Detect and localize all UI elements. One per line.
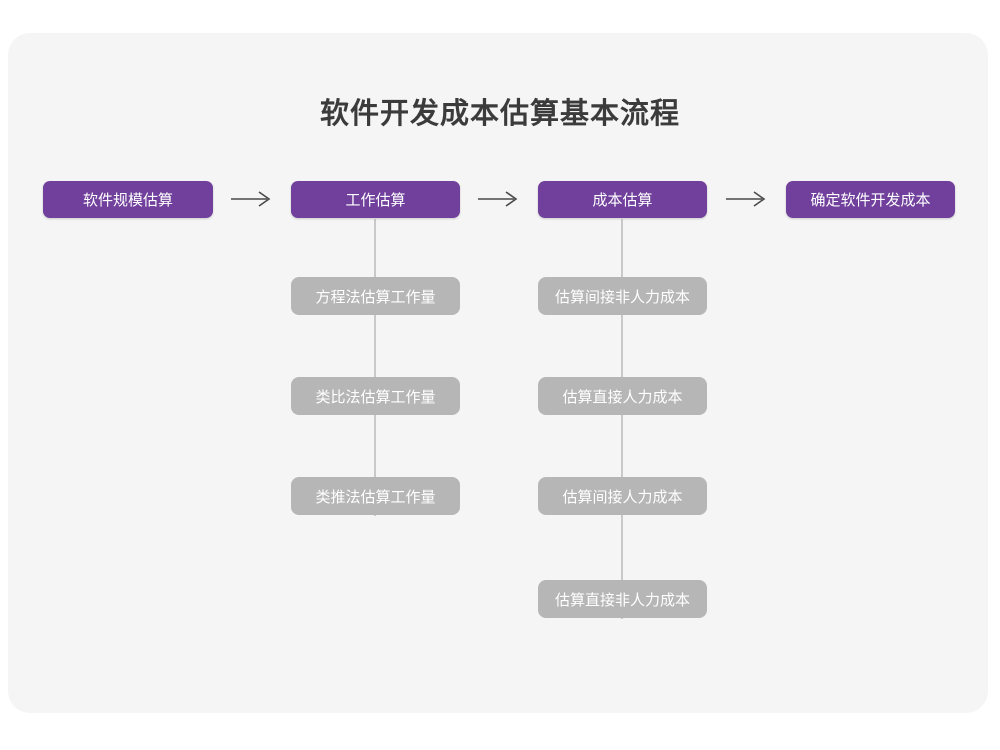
stage-node-cost-estimation[interactable]: 成本估算 bbox=[538, 181, 707, 218]
connector-stage3-trunk bbox=[621, 219, 623, 619]
sub-node-label: 估算直接非人力成本 bbox=[554, 591, 690, 609]
sub-node-indirect-nonlabor-cost[interactable]: 估算间接非人力成本 bbox=[538, 277, 707, 315]
sub-node-effort-inference-method[interactable]: 类推法估算工作量 bbox=[291, 477, 460, 515]
right-arrow-icon bbox=[476, 188, 522, 210]
sub-node-label: 类比法估算工作量 bbox=[315, 388, 436, 406]
sub-node-label: 类推法估算工作量 bbox=[315, 488, 436, 506]
stage-node-software-scale-estimation[interactable]: 软件规模估算 bbox=[43, 181, 213, 218]
sub-node-indirect-labor-cost[interactable]: 估算间接人力成本 bbox=[538, 477, 707, 515]
sub-node-label: 估算直接人力成本 bbox=[562, 388, 683, 406]
stage-node-label: 工作估算 bbox=[345, 192, 406, 209]
diagram-card bbox=[8, 33, 988, 713]
connector-stage2-trunk bbox=[374, 219, 376, 516]
stage-node-label: 确定软件开发成本 bbox=[810, 192, 931, 209]
page-title: 软件开发成本估算基本流程 bbox=[319, 98, 680, 130]
stage-node-effort-estimation[interactable]: 工作估算 bbox=[291, 181, 460, 218]
sub-node-direct-labor-cost[interactable]: 估算直接人力成本 bbox=[538, 377, 707, 415]
sub-node-label: 估算间接人力成本 bbox=[562, 488, 683, 506]
sub-node-direct-nonlabor-cost[interactable]: 估算直接非人力成本 bbox=[538, 580, 707, 618]
stage-node-final-development-cost[interactable]: 确定软件开发成本 bbox=[786, 181, 955, 218]
sub-node-label: 估算间接非人力成本 bbox=[554, 288, 690, 306]
sub-node-effort-analogy-method[interactable]: 类比法估算工作量 bbox=[291, 377, 460, 415]
sub-node-effort-equation-method[interactable]: 方程法估算工作量 bbox=[291, 277, 460, 315]
stage-node-label: 软件规模估算 bbox=[82, 192, 173, 209]
right-arrow-icon bbox=[229, 188, 275, 210]
stage-node-label: 成本估算 bbox=[592, 192, 653, 209]
sub-node-label: 方程法估算工作量 bbox=[315, 288, 436, 306]
right-arrow-icon bbox=[724, 188, 770, 210]
